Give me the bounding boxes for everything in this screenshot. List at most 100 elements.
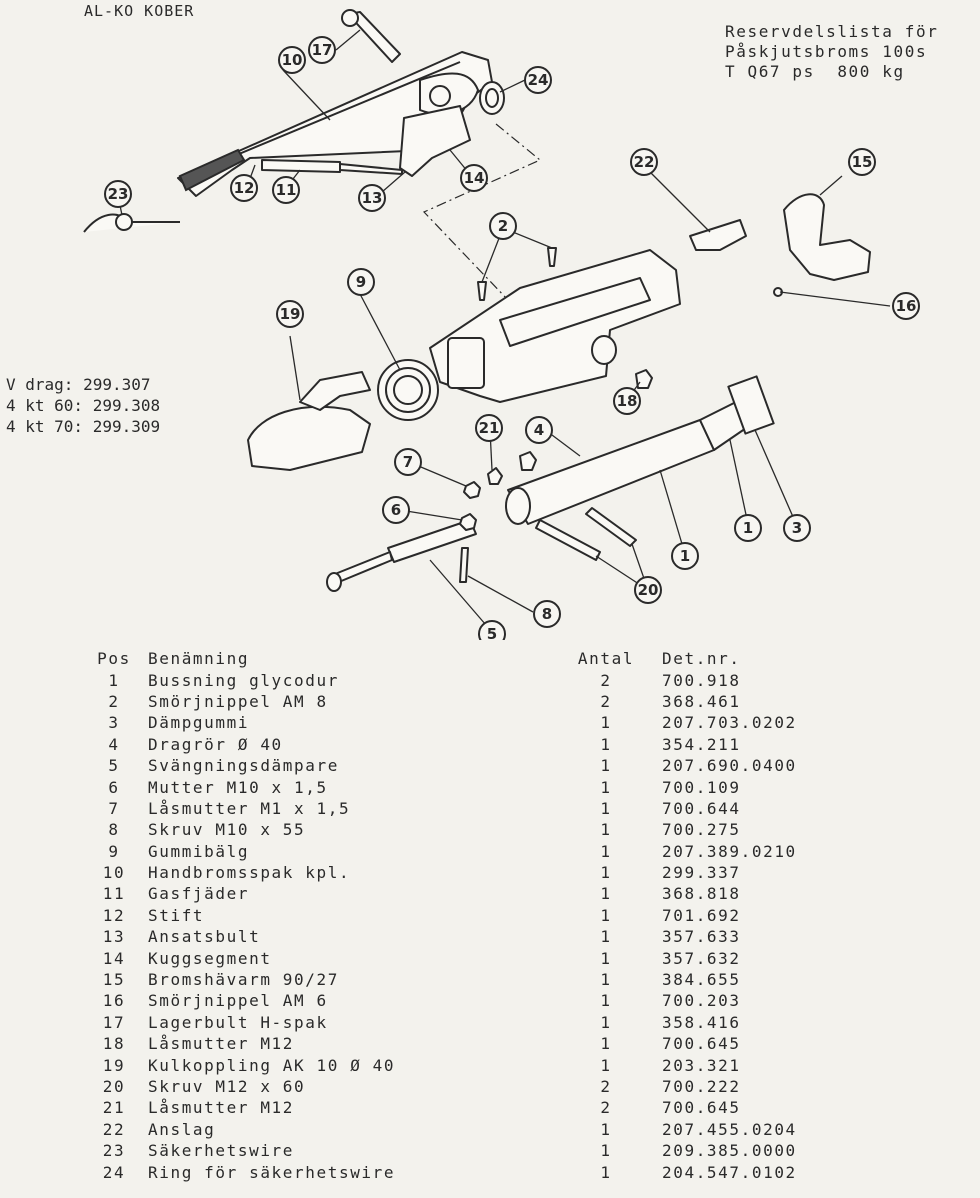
header-qty: Antal [577,649,635,669]
variant-4kt-70: 4 kt 70: 299.309 [6,417,161,436]
cell-qty: 1 [600,991,612,1011]
exploded-parts-diagram: 10 17 24 11 12 13 14 23 2 22 15 16 9 19 … [83,9,920,640]
cell-name: Ring för säkerhetswire [148,1162,396,1182]
svg-text:8: 8 [542,605,552,623]
cell-name: Ansatsbult [148,927,261,947]
cell-pos: 15 [102,970,126,990]
cell-pos: 10 [102,863,126,883]
svg-text:1: 1 [743,519,753,537]
callout-10: 10 [278,46,306,74]
cell-name: Skruv M10 x 55 [148,820,306,840]
cell-qty: 1 [600,1012,612,1032]
coupling-housing-drawing [429,249,681,403]
callout-1b: 1 [734,514,762,542]
callout-17: 17 [308,36,336,64]
callout-7: 7 [394,448,422,476]
cell-det: 701.692 [662,905,741,925]
cell-qty: 1 [600,970,612,990]
cell-det: 368.818 [662,884,741,904]
cell-qty: 1 [600,927,612,947]
svg-text:1: 1 [680,547,690,565]
cell-qty: 1 [600,1141,612,1161]
cell-qty: 1 [600,1055,612,1075]
nipple-drawing-b [547,247,557,267]
cell-pos: 22 [102,1119,126,1139]
svg-text:3: 3 [792,519,802,537]
svg-text:23: 23 [108,185,129,203]
cell-det: 203.321 [662,1055,741,1075]
header-name: Benämning [148,649,250,669]
cell-name: Lagerbult H-spak [148,1012,328,1032]
cell-name: Låsmutter M12 [148,1034,295,1054]
cell-name: Smörjnippel AM 8 [148,691,328,711]
table-header: Pos Benämning Antal Det.nr. [80,648,862,669]
cell-det: 700.203 [662,991,741,1011]
svg-text:20: 20 [638,581,659,599]
cell-name: Säkerhetswire [148,1141,295,1161]
cell-pos: 16 [102,991,126,1011]
callout-4: 4 [525,416,553,444]
cell-qty: 1 [600,863,612,883]
cell-qty: 2 [600,1077,612,1096]
callout-8: 8 [533,600,561,628]
brake-lever-drawing [783,193,871,281]
cell-qty: 2 [600,691,612,711]
screw-drawing-a [535,519,601,561]
cell-qty: 1 [600,820,612,840]
cell-det: 700.645 [662,1034,741,1054]
cell-pos: 1 [108,670,120,690]
safety-wire-drawing [83,213,180,233]
cell-name: Dämpgummi [148,713,250,733]
cell-det: 299.337 [662,863,741,883]
svg-text:14: 14 [464,169,485,187]
callout-16: 16 [892,292,920,320]
svg-text:22: 22 [634,153,655,171]
svg-text:15: 15 [852,153,873,171]
header-pos: Pos [97,649,131,669]
cell-det: 354.211 [662,734,741,754]
cell-name: Svängningsdämpare [148,756,339,776]
svg-text:5: 5 [487,625,497,640]
callout-20: 20 [634,576,662,604]
callout-2: 2 [489,212,517,240]
svg-text:10: 10 [282,51,303,69]
cell-pos: 23 [102,1141,126,1161]
cell-det: 204.547.0102 [662,1162,797,1182]
bearing-bolt-drawing [341,9,401,63]
svg-text:13: 13 [362,189,383,207]
cell-name: Anslag [148,1119,216,1139]
stop-plate-drawing [689,219,747,251]
handbrake-lever-drawing [177,51,493,197]
title-line-1: Reservdelslista för [725,22,939,41]
tow-tube-drawing [505,375,775,525]
title-line-3: T Q67 ps 800 kg [725,62,905,81]
callout-12: 12 [230,174,258,202]
cell-pos: 9 [108,841,120,861]
cell-qty: 2 [600,670,612,690]
callout-9: 9 [347,268,375,296]
cell-det: 207.703.0202 [662,713,797,733]
tooth-segment-drawing [399,105,471,177]
nipple-drawing-a [477,281,487,301]
callout-19: 19 [276,300,304,328]
cell-pos: 19 [102,1055,126,1075]
bellows-drawing [377,359,439,421]
header-det: Det.nr. [662,649,741,669]
svg-text:24: 24 [528,71,549,89]
svg-text:7: 7 [403,453,413,471]
cell-name: Låsmutter M12 [148,1098,295,1118]
screw-8-drawing [459,547,469,583]
cell-name: Mutter M10 x 1,5 [148,777,328,797]
